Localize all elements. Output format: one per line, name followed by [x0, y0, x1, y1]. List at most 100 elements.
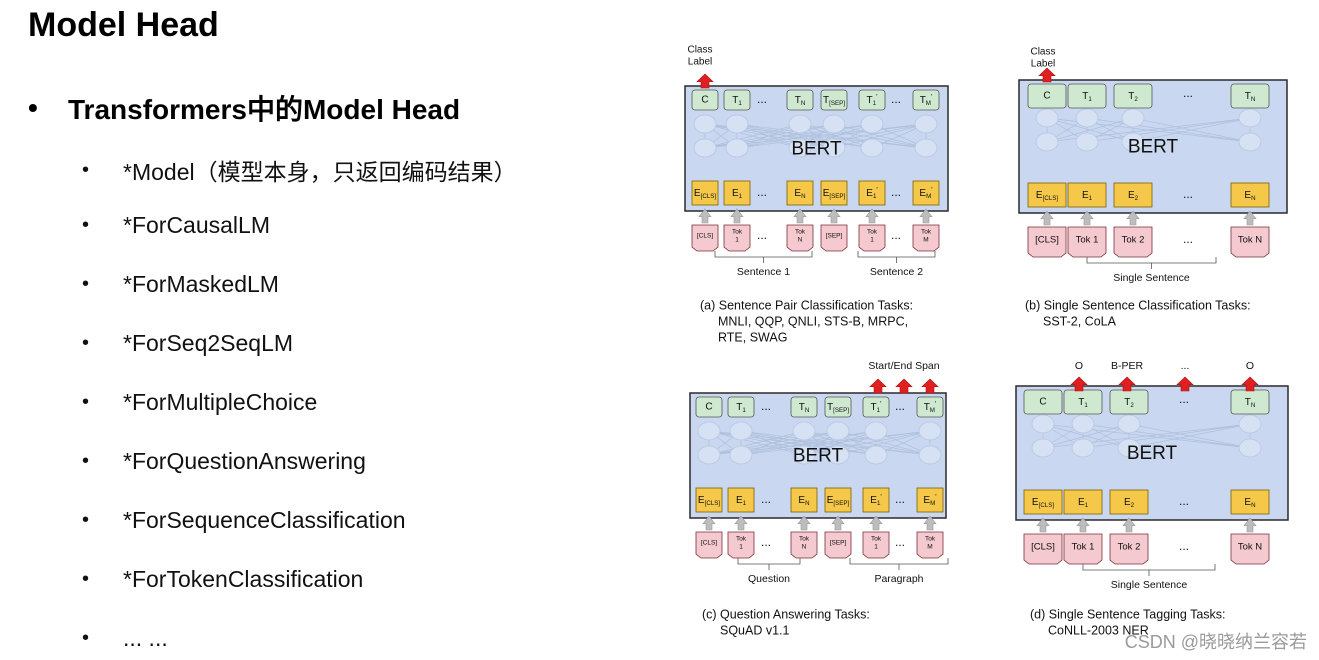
attention-edge [740, 430, 931, 456]
list-item: •*ForCausalLM [82, 212, 270, 239]
output-token-label: TN [795, 95, 806, 107]
output-token-box [727, 396, 755, 418]
input-token-label: Tok [732, 229, 743, 236]
attention-edge [704, 123, 801, 149]
output-token-label: TN [799, 402, 810, 414]
input-token-label: Tok N [1238, 542, 1262, 553]
hidden-node [697, 445, 721, 465]
embedding-box [1109, 489, 1149, 515]
output-arrow-icon [1038, 67, 1056, 83]
embedding-label: EN [1244, 497, 1255, 509]
input-arrow-icon [702, 515, 716, 531]
input-token-label: Tok 1 [1076, 235, 1099, 246]
hidden-node [860, 138, 884, 158]
attention-edge [736, 123, 927, 149]
output-token-box [1023, 389, 1063, 415]
bullet-icon: • [82, 450, 90, 472]
hidden-node [1031, 414, 1055, 434]
list-item: •*ForSequenceClassification [82, 507, 406, 534]
list-item-text: *Model（模型本身，只返回编码结果） [123, 159, 517, 185]
input-token-box [691, 224, 719, 252]
output-token-label: T1' [867, 94, 878, 107]
ellipsis: ... [1183, 232, 1193, 246]
input-arrow-icon [827, 208, 841, 224]
ellipsis: ... [1179, 539, 1189, 553]
hidden-node [826, 421, 850, 441]
embedding-box [790, 487, 818, 513]
hidden-node [1117, 414, 1141, 434]
segment-label: Paragraph [874, 573, 923, 585]
output-arrow-icon [1070, 376, 1088, 392]
output-arrow-icon [1241, 376, 1259, 392]
hidden-node [725, 138, 749, 158]
segment-bracket [849, 558, 949, 565]
output-arrow-icon [895, 378, 913, 394]
input-arrow-icon [1040, 210, 1054, 226]
input-arrow-icon [1080, 210, 1094, 226]
output-token-box [723, 89, 751, 111]
input-token-label: [CLS] [1031, 542, 1055, 553]
attention-edge [736, 123, 835, 149]
input-token-box [790, 531, 818, 559]
embedding-box [820, 180, 848, 206]
output-token-box [912, 89, 940, 111]
embedding-label: EN [794, 188, 805, 200]
hidden-node [914, 114, 938, 134]
hidden-node [729, 445, 753, 465]
input-token-box [824, 531, 852, 559]
output-token-box [916, 396, 944, 418]
hidden-node [826, 445, 850, 465]
output-token-label: T1 [1082, 91, 1092, 103]
output-arrow-icon [1118, 376, 1136, 392]
hidden-node [864, 445, 888, 465]
embedding-label: E[CLS] [1036, 190, 1058, 202]
output-token-box [1113, 83, 1153, 109]
embedding-box [786, 180, 814, 206]
segment-label: Sentence 2 [870, 266, 923, 278]
panel-caption: (a) Sentence Pair Classification Tasks: [700, 298, 913, 312]
input-token-label: Tok 1 [1072, 542, 1095, 553]
segment-bracket [737, 558, 801, 565]
segment-bracket [857, 251, 936, 258]
bert-label: BERT [791, 139, 842, 160]
hidden-node [1031, 438, 1055, 458]
tag-label: ... [1181, 360, 1190, 372]
hidden-node [788, 114, 812, 134]
hidden-node [860, 114, 884, 134]
hidden-node [1117, 438, 1141, 458]
embedding-box [912, 180, 940, 206]
panel-caption: (b) Single Sentence Classification Tasks… [1025, 298, 1251, 312]
hidden-node [1238, 438, 1262, 458]
output-arrow-icon [696, 73, 714, 89]
output-token-label: T[SEP] [827, 402, 849, 414]
input-arrow-icon [831, 515, 845, 531]
list-item: •*ForTokenClassification [82, 566, 363, 593]
input-token-label: [SEP] [826, 233, 843, 240]
output-token-box [786, 89, 814, 111]
embedding-label: E[SEP] [823, 188, 846, 200]
attention-edge [833, 123, 927, 149]
class-label-text: Class [687, 45, 712, 56]
embedding-label: E1 [736, 495, 747, 507]
hidden-node [1238, 414, 1262, 434]
input-arrow-icon [1076, 517, 1090, 533]
ellipsis: ... [757, 228, 767, 242]
input-arrow-icon [797, 515, 811, 531]
input-token-label: [CLS] [1035, 235, 1059, 246]
segment-label: Sentence 1 [737, 266, 790, 278]
input-token-label: M [923, 237, 928, 244]
input-arrow-icon [793, 208, 807, 224]
hidden-node [788, 138, 812, 158]
input-arrow-icon [698, 208, 712, 224]
output-token-box [695, 396, 723, 418]
attention-edge [1132, 117, 1251, 143]
output-token-label: T1' [871, 401, 882, 414]
output-token-label: T1 [732, 95, 742, 107]
input-token-label: 1 [870, 237, 874, 244]
embedding-label: E1 [732, 188, 743, 200]
ellipsis: ... [895, 492, 905, 506]
attention-edge [1082, 423, 1251, 449]
hidden-node [693, 138, 717, 158]
output-token-box [1027, 83, 1067, 109]
class-label-text: Label [1031, 59, 1055, 70]
